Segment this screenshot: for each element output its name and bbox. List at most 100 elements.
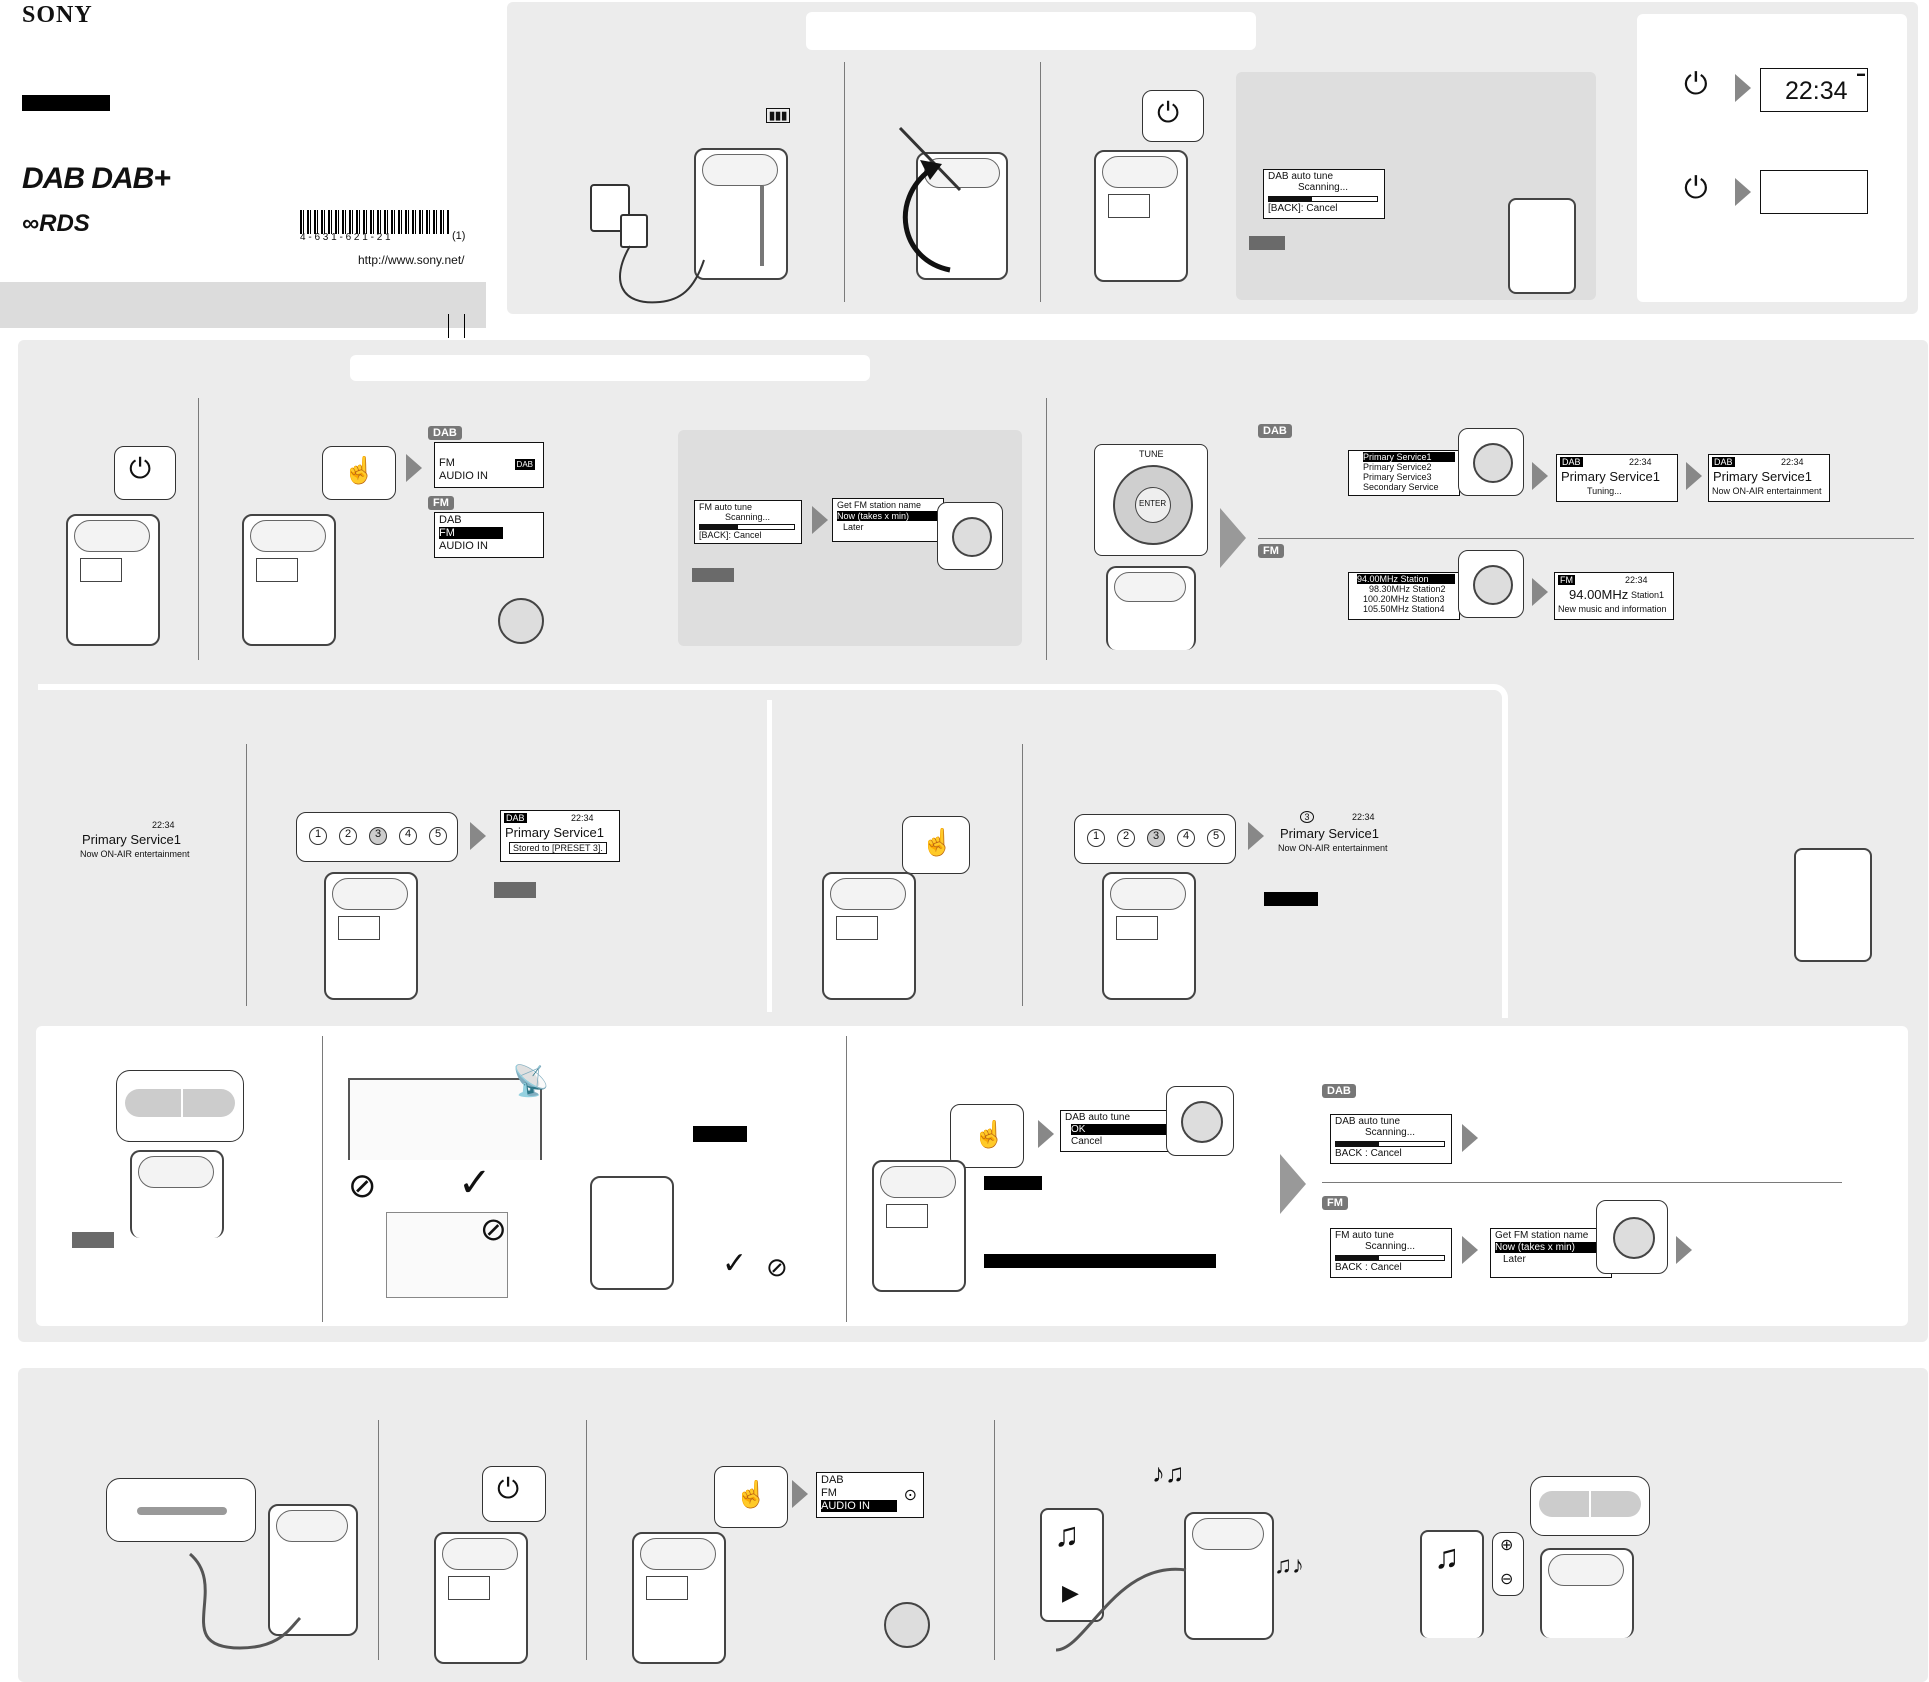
tune-knob-small: [884, 1602, 930, 1648]
band-icon: DAB: [514, 459, 535, 470]
preset-button-5[interactable]: 5: [429, 827, 447, 845]
preset-button-2[interactable]: 2: [1117, 829, 1135, 847]
radio-tower-icon: 📡: [512, 1065, 550, 1098]
prompt-option-later[interactable]: Later: [843, 522, 864, 532]
note-label: [692, 568, 734, 582]
prompt-title: Get FM station name: [1495, 1230, 1589, 1241]
checkmark-icon: ✓: [722, 1247, 748, 1280]
band-separator: [1258, 538, 1914, 539]
screen-time: 22:34: [1629, 457, 1652, 467]
fm-list-item[interactable]: 100.20MHz Station3: [1363, 594, 1445, 604]
power-icon: ⏻: [1684, 172, 1708, 205]
menu-button-callout: ☝: [950, 1104, 1024, 1168]
band-tag-dab: DAB: [1258, 424, 1292, 438]
autotune-confirm-screen: DAB auto tune OK Cancel: [1060, 1110, 1174, 1152]
step-arrow: [792, 1480, 808, 1508]
preset-button-callout: ☝: [902, 816, 970, 874]
audio-cable: [189, 1552, 302, 1650]
screen-tag: DAB: [504, 813, 527, 823]
fold-mark: [448, 314, 449, 338]
sony-url[interactable]: http://www.sony.net/: [358, 253, 465, 267]
volume-minus-button[interactable]: [1539, 1491, 1589, 1517]
step-arrow: [1532, 462, 1548, 490]
preset-button-1[interactable]: 1: [309, 827, 327, 845]
fm-rescan-prompt: Get FM station name Now (takes x min) La…: [1490, 1228, 1612, 1278]
radio-device-small: [1508, 198, 1576, 294]
fm-list-item-selected[interactable]: 94.00MHz Station: [1357, 574, 1455, 584]
hand-press-icon: ☝: [735, 1479, 768, 1509]
enter-button[interactable]: ENTER: [1135, 487, 1171, 523]
radio-device: [1102, 872, 1196, 1000]
radio-device: [130, 1150, 224, 1238]
radio-device: [1540, 1548, 1634, 1638]
preset-button-5[interactable]: 5: [1207, 829, 1225, 847]
fm-scan-screen: FM auto tune Scanning... [BACK]: Cancel: [694, 500, 802, 544]
screen-text: New music and information: [1558, 604, 1667, 614]
radio-device: [242, 514, 336, 646]
step-arrow: [1735, 178, 1751, 206]
audio-cable-callout: [106, 1478, 256, 1542]
dab-scan-screen: DAB auto tune Scanning... [BACK]: Cancel: [1263, 169, 1385, 219]
prompt-option-now[interactable]: Now (takes x min): [837, 511, 939, 521]
volume-minus-icon[interactable]: ⊖: [1500, 1571, 1514, 1588]
dab-tuning-screen: DAB 22:34 Primary Service1 Tuning...: [1556, 454, 1678, 502]
confirm-cancel[interactable]: Cancel: [1071, 1136, 1103, 1147]
scan-progress: [1335, 1141, 1445, 1147]
preset-button-2[interactable]: 2: [339, 827, 357, 845]
band-item: FM: [439, 457, 455, 469]
dab-list-item[interactable]: Primary Service3: [1363, 472, 1432, 482]
checkmark-icon: ✓: [458, 1161, 492, 1205]
clock-time: 22:34: [1785, 77, 1848, 105]
note-label-black: [984, 1176, 1042, 1190]
clock-box: [1637, 14, 1907, 302]
preset-divider-white: [767, 700, 772, 1012]
preset-button-1[interactable]: 1: [1087, 829, 1105, 847]
radio-device: [268, 1504, 358, 1636]
dab-logo: DAB DAB+: [22, 162, 171, 195]
preset-button-4[interactable]: 4: [399, 827, 417, 845]
music-player-illustration: ♫ ▶: [1040, 1508, 1104, 1622]
dab-list-item-selected[interactable]: Primary Service1: [1363, 452, 1455, 462]
band-item: DAB: [821, 1474, 844, 1486]
screen-service: Primary Service1: [1280, 826, 1379, 841]
preset-button-3[interactable]: 3: [369, 827, 387, 845]
dab-list-item[interactable]: Secondary Service: [1363, 482, 1439, 492]
volume-buttons-callout: [1530, 1476, 1650, 1536]
note-label: [494, 882, 536, 898]
volume-plus-button[interactable]: [1591, 1491, 1641, 1517]
preset-stored-screen: DAB 22:34 Primary Service1 Stored to [PR…: [500, 810, 620, 862]
antenna-arrow: [898, 126, 962, 273]
screen-preset-no: 3: [1300, 811, 1314, 823]
player-volume-callout: ⊕ ⊖: [1492, 1532, 1524, 1596]
preset-buttons-callout: 1 2 3 4 5: [296, 812, 458, 862]
volume-plus-button[interactable]: [183, 1089, 235, 1117]
preset-button-4[interactable]: 4: [1177, 829, 1195, 847]
divider: [844, 62, 845, 302]
volume-plus-icon[interactable]: ⊕: [1500, 1537, 1514, 1554]
preset-button-3[interactable]: 3: [1147, 829, 1165, 847]
volume-buttons-callout: [116, 1070, 244, 1142]
tune-knob: [952, 517, 992, 557]
step-arrow: [1038, 1120, 1054, 1148]
band-item-selected: AUDIO IN: [821, 1500, 897, 1512]
note-label-black: [1264, 892, 1318, 906]
prompt-option-now[interactable]: Now (takes x min): [1495, 1242, 1607, 1253]
fm-list-item[interactable]: 98.30MHz Station2: [1369, 584, 1446, 594]
power-button-callout: ⏻: [1142, 90, 1204, 142]
barcode-suffix: (1): [452, 230, 466, 242]
fm-rescan-screen: FM auto tune Scanning... BACK : Cancel: [1330, 1228, 1452, 1278]
fm-list-item[interactable]: 105.50MHz Station4: [1363, 604, 1445, 614]
mode-button-callout: ☝: [322, 446, 396, 500]
dab-list-item[interactable]: Primary Service2: [1363, 462, 1432, 472]
radio-device: [434, 1532, 528, 1664]
confirm-ok[interactable]: OK: [1071, 1124, 1169, 1135]
prompt-option-later[interactable]: Later: [1503, 1254, 1526, 1265]
screen-text: Now ON-AIR entertainment: [80, 849, 190, 859]
dab-tuned-screen: DAB 22:34 Primary Service1 Now ON-AIR en…: [1708, 454, 1830, 502]
screen-time: 22:34: [1781, 457, 1804, 467]
audio-in-icon: ⊙: [903, 1487, 917, 1504]
radio-device: [694, 148, 788, 280]
tune-dial[interactable]: ENTER: [1113, 465, 1193, 545]
volume-minus-button[interactable]: [125, 1089, 181, 1117]
clock-display-off: [1760, 170, 1868, 214]
